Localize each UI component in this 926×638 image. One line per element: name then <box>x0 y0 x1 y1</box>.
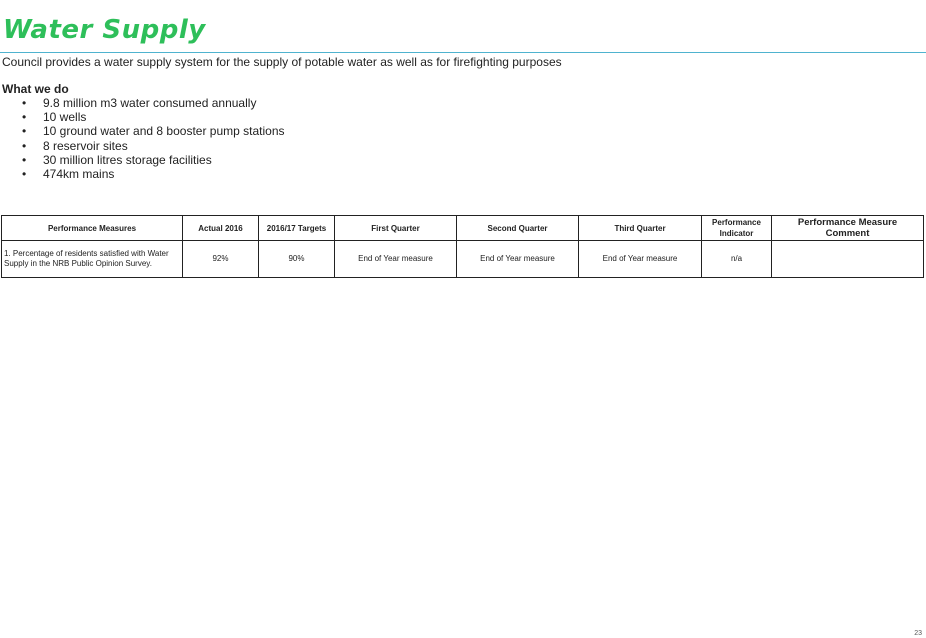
cell-third-quarter: End of Year measure <box>578 240 702 278</box>
bullet-icon: • <box>22 167 27 182</box>
list-item-text: 8 reservoir sites <box>43 138 128 153</box>
bullet-icon: • <box>22 124 27 139</box>
section-heading: What we do <box>2 82 69 96</box>
page-title: Water Supply <box>3 15 206 45</box>
list-item-text: 474km mains <box>43 167 115 182</box>
bullet-icon: • <box>22 96 27 110</box>
bullet-icon: • <box>22 152 27 167</box>
cell-target: 90% <box>258 240 335 278</box>
what-we-do-list: •9.8 million m3 water consumed annually … <box>22 96 285 181</box>
list-item: • 10 ground water and 8 booster pump stat… <box>22 124 285 138</box>
list-item-text: 30 million litres storage facilities <box>43 152 212 167</box>
header-first-quarter: First Quarter <box>334 215 457 241</box>
list-item-text: 10 ground water and 8 booster pump stati… <box>43 124 285 139</box>
cell-measure: 1. Percentage of residents satisfied wit… <box>1 240 183 278</box>
header-actual-2016: Actual 2016 <box>182 215 259 241</box>
table-row: 1. Percentage of residents satisfied wit… <box>1 240 924 278</box>
list-item: • 474km mains <box>22 167 285 181</box>
title-divider <box>0 52 926 53</box>
header-performance-measures: Performance Measures <box>1 215 183 241</box>
bullet-icon: • <box>22 110 27 125</box>
cell-actual: 92% <box>182 240 259 278</box>
list-item: • 9.8 million m3 water consumed annually <box>22 96 285 110</box>
list-item: • 8 reservoir sites <box>22 139 285 153</box>
cell-comment <box>771 240 924 278</box>
header-third-quarter: Third Quarter <box>578 215 702 241</box>
header-performance-indicator: Performance Indicator <box>701 215 772 241</box>
intro-text: Council provides a water supply system f… <box>2 55 562 69</box>
table-header-row: Performance Measures Actual 2016 2016/17… <box>1 215 924 241</box>
performance-measures-table: Performance Measures Actual 2016 2016/17… <box>1 215 924 278</box>
cell-indicator: n/a <box>701 240 772 278</box>
list-item-text: 9.8 million m3 water consumed annually <box>43 96 257 110</box>
header-second-quarter: Second Quarter <box>456 215 579 241</box>
page-number: 23 <box>914 630 922 637</box>
cell-first-quarter: End of Year measure <box>334 240 457 278</box>
cell-second-quarter: End of Year measure <box>456 240 579 278</box>
header-targets: 2016/17 Targets <box>258 215 335 241</box>
header-comment: Performance Measure Comment <box>771 215 924 241</box>
bullet-icon: • <box>22 138 27 153</box>
list-item-text: 10 wells <box>43 110 87 125</box>
list-item: • 10 wells <box>22 110 285 124</box>
list-item: • 30 million litres storage facilities <box>22 153 285 167</box>
